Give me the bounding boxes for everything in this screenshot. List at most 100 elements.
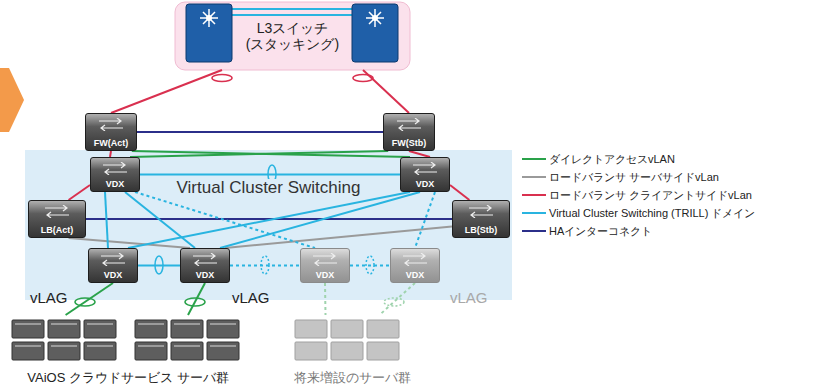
vlag-ellipse <box>75 298 95 306</box>
switch-arrows <box>45 205 69 218</box>
switch-box: VDX <box>88 248 138 283</box>
group-caption: 将来増設のサーバ群 <box>294 370 411 385</box>
link-line <box>450 185 469 200</box>
legend-line <box>522 176 546 178</box>
legend-swatch <box>522 228 546 234</box>
server-group: VAiOS クラウドサービス サーバ群 <box>8 315 248 385</box>
switch-icon <box>190 253 220 266</box>
link-line <box>135 192 315 248</box>
vlag-ellipse <box>384 298 404 306</box>
server-icon <box>295 342 327 360</box>
server-icon <box>12 320 44 338</box>
router-symbol <box>366 9 384 27</box>
node-label: VDX <box>316 270 335 282</box>
server-icon <box>84 320 116 338</box>
legend-row: HAインターコネクト <box>522 223 652 239</box>
load-balancer-box: LB(Act) <box>28 200 86 238</box>
server-icon <box>295 320 327 338</box>
load-balancer-box: LB(Stb) <box>452 200 510 238</box>
legend-swatch <box>522 192 546 198</box>
node-label: VDX <box>104 270 123 282</box>
switch-icon <box>310 253 340 266</box>
legend-text: ロードバランサ クライアントサイドvLan <box>549 188 752 202</box>
link-line <box>140 174 400 176</box>
link-line <box>130 151 388 157</box>
switch-icon <box>466 205 496 218</box>
label-holder: vLAG <box>30 289 68 306</box>
switch-arrows <box>397 118 421 131</box>
legend-text: Virtual Cluster Switching (TRILL) ドメイン <box>549 206 755 220</box>
legend-swatch <box>522 156 546 162</box>
bundle-ellipse <box>155 256 163 274</box>
link-line <box>363 70 409 113</box>
legend-line <box>522 212 546 214</box>
legend-row: ロードバランサ サーバサイドvLan <box>522 169 719 185</box>
switch-arrows <box>469 205 493 218</box>
node-label: VDX <box>106 179 125 191</box>
node-label: LB(Act) <box>41 225 74 237</box>
node-label: VDX <box>416 179 435 191</box>
server-icon <box>171 342 203 360</box>
legend-swatch <box>522 210 546 216</box>
switch-arrows <box>103 162 127 175</box>
router-symbol <box>206 15 212 21</box>
cluster-band <box>25 150 512 300</box>
router-symbol <box>200 9 218 27</box>
future-server-group: 将来増設のサーバ群 <box>285 315 420 385</box>
server-bay <box>15 324 236 346</box>
link-line <box>128 192 410 248</box>
firewall-box: FW(Act) <box>85 113 137 151</box>
server-icon <box>48 320 80 338</box>
link-line <box>105 192 108 248</box>
future-switch-box: VDX <box>300 248 350 283</box>
server-icon <box>331 320 363 338</box>
l3-switch-icon <box>352 4 398 62</box>
server-icon <box>84 342 116 360</box>
node-label: L3スイッチ (スタッキング) <box>237 20 349 52</box>
link-line <box>138 265 180 267</box>
legend-text: HAインターコネクト <box>549 224 652 238</box>
switch-arrows <box>313 253 337 266</box>
bundle-ellipse <box>366 256 374 274</box>
stack-link <box>232 8 352 10</box>
switch-arrows <box>413 162 437 175</box>
switch-arrows <box>99 118 123 131</box>
legend-row: Virtual Cluster Switching (TRILL) ドメイン <box>522 205 755 221</box>
server-icon <box>331 342 363 360</box>
bundle-ellipse <box>353 75 373 82</box>
group-caption: VAiOS クラウドサービス サーバ群 <box>27 370 228 385</box>
l3-switch-icon <box>186 4 232 62</box>
node-label: VDX <box>406 270 425 282</box>
bundle-label: vLAG <box>450 289 488 306</box>
bundle-label: vLAG <box>232 289 270 306</box>
stack-link <box>232 14 352 16</box>
link-line <box>415 192 435 248</box>
flow-arrow <box>0 68 24 132</box>
switch-arrows <box>193 253 217 266</box>
legend-row: ダイレクトアクセスvLAN <box>522 151 675 167</box>
link-line <box>137 131 383 133</box>
bundle-label: vLAG <box>30 289 68 306</box>
link-line <box>324 283 327 315</box>
server-icon <box>171 320 203 338</box>
future-switch-box: VDX <box>390 248 440 283</box>
link-line <box>69 185 90 200</box>
node-label: LB(Stb) <box>465 225 498 237</box>
server-icon <box>207 320 239 338</box>
bundle-ellipse <box>261 256 269 274</box>
cluster-domain: Virtual Cluster SwitchingVDXVDXLB(Act)LB… <box>25 150 512 300</box>
link-line <box>111 70 222 113</box>
link-line <box>66 283 113 315</box>
switch-icon <box>42 205 72 218</box>
legend-line <box>522 230 546 232</box>
server-icon <box>48 342 80 360</box>
legend-row: ロードバランサ クライアントサイドvLan <box>522 187 752 203</box>
switch-box: VDX <box>400 157 450 192</box>
stack-panel <box>175 2 410 70</box>
legend-text: ダイレクトアクセスvLAN <box>549 152 675 166</box>
server-icon <box>367 320 399 338</box>
bundle-ellipse <box>212 75 232 82</box>
node-label: FW(Stb) <box>392 138 426 150</box>
node-label: FW(Act) <box>94 138 129 150</box>
